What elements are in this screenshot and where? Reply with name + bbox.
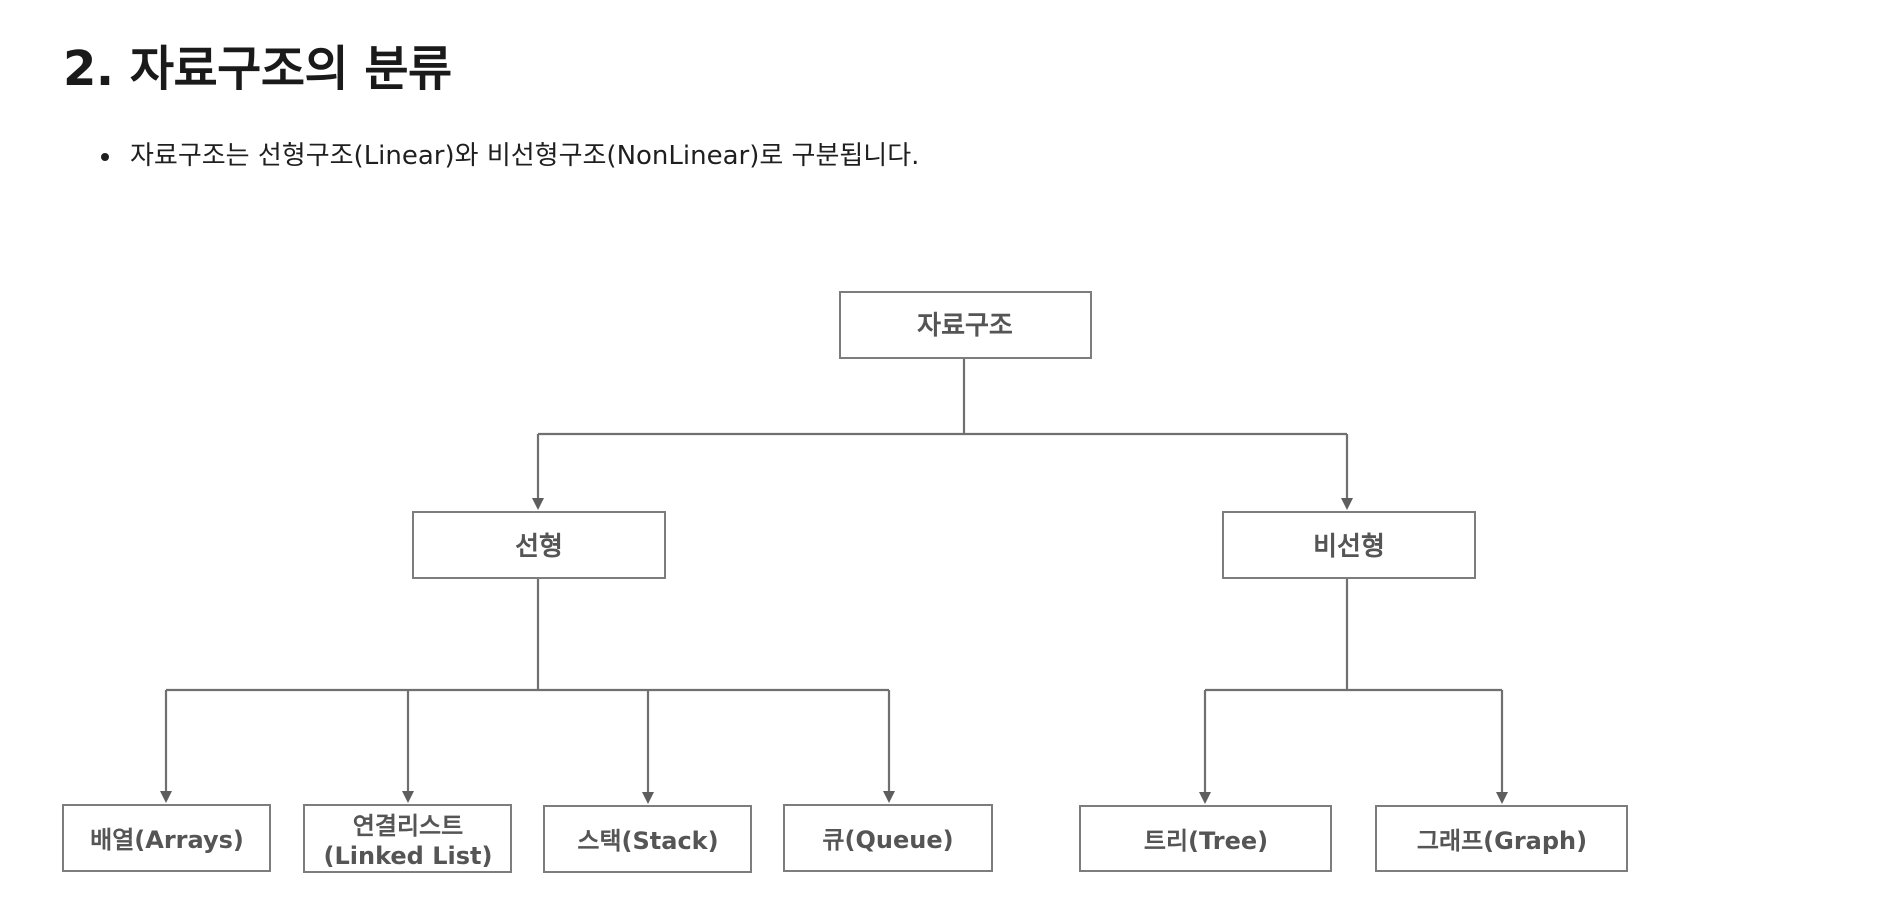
node-graph: 그래프(Graph) [1375,805,1628,872]
diagram-connectors [164,358,1504,794]
section-heading: 2. 자료구조의 분류 [63,41,452,97]
node-queue-label: 큐(Queue) [822,826,953,854]
bullet-dot-icon [101,153,109,161]
node-graph-label: 그래프(Graph) [1417,827,1587,855]
node-linked-list-label-line1: 연결리스트 [353,812,463,840]
node-linked-list-label-line2: (Linked List) [324,842,493,870]
arrowhead-icon [532,498,544,510]
arrowhead-icon [1496,792,1508,804]
node-linked-list: 연결리스트 (Linked List) [303,804,512,873]
arrowhead-icon [1341,498,1353,510]
node-root: 자료구조 [839,291,1092,359]
arrowhead-icon [1199,792,1211,804]
bullet-text: 자료구조는 선형구조(Linear)와 비선형구조(NonLinear)로 구분… [130,141,920,171]
diagram-arrowheads [160,498,1508,804]
node-tree: 트리(Tree) [1079,805,1332,872]
node-tree-label: 트리(Tree) [1144,827,1268,855]
node-linear-label: 선형 [515,532,563,562]
node-arrays: 배열(Arrays) [62,804,271,872]
node-nonlinear-label: 비선형 [1313,532,1385,562]
arrowhead-icon [402,791,414,803]
node-queue: 큐(Queue) [783,804,993,872]
node-root-label: 자료구조 [917,311,1013,341]
node-arrays-label: 배열(Arrays) [90,826,244,854]
bullet-list: 자료구조는 선형구조(Linear)와 비선형구조(NonLinear)로 구분… [0,136,919,176]
node-nonlinear: 비선형 [1222,511,1476,579]
node-stack: 스택(Stack) [543,805,752,873]
bullet-item: 자료구조는 선형구조(Linear)와 비선형구조(NonLinear)로 구분… [0,136,919,176]
arrowhead-icon [642,792,654,804]
node-linear: 선형 [412,511,666,579]
arrowhead-icon [160,791,172,803]
arrowhead-icon [883,791,895,803]
node-stack-label: 스택(Stack) [577,827,718,855]
